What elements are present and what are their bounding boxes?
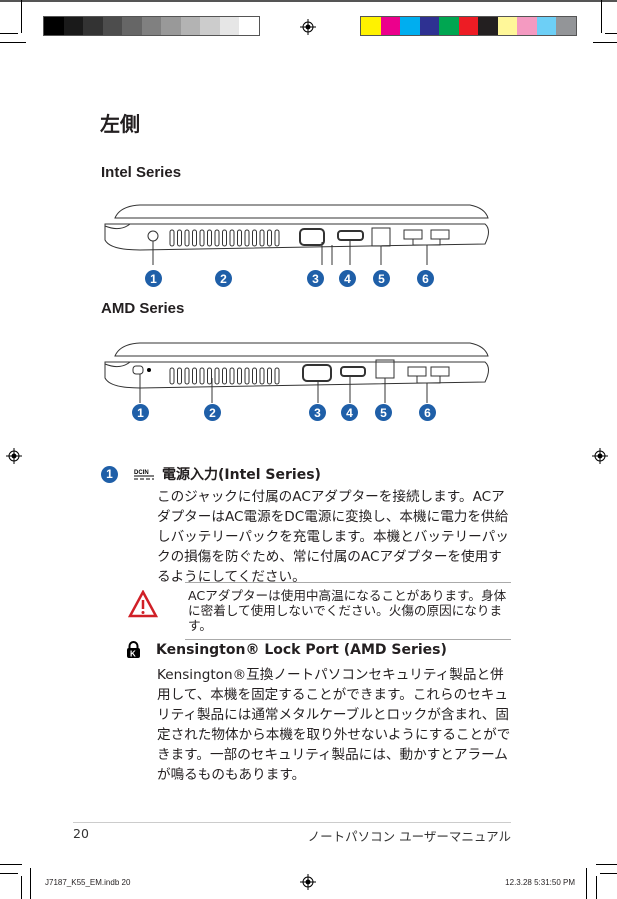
crop-mark <box>596 864 617 865</box>
callout-number: 1 <box>101 465 118 483</box>
registration-mark-icon <box>6 448 22 464</box>
crop-mark <box>0 33 18 34</box>
color-swatch <box>439 17 459 35</box>
crop-mark <box>0 42 26 43</box>
color-swatch <box>400 17 420 35</box>
color-swatch <box>102 17 122 35</box>
callout-number: 4 <box>339 270 356 287</box>
footer-divider <box>73 822 511 823</box>
crop-mark <box>21 876 22 899</box>
callout-number: 5 <box>375 404 392 421</box>
color-swatch <box>380 17 400 35</box>
color-swatch <box>361 17 381 35</box>
crop-mark <box>593 42 617 43</box>
crop-mark <box>21 0 22 33</box>
crop-mark <box>586 868 587 899</box>
callout-number: 4 <box>341 404 358 421</box>
registration-mark-icon <box>300 874 316 890</box>
callout-number: 1 <box>145 270 162 287</box>
callout-number: 6 <box>417 270 434 287</box>
color-swatch <box>478 17 498 35</box>
crop-mark <box>30 868 31 899</box>
page-heading: 左側 <box>100 112 140 136</box>
color-swatch <box>83 17 103 35</box>
color-swatch <box>419 17 439 35</box>
crop-mark <box>600 873 617 874</box>
amd-series-label: AMD Series <box>101 300 185 317</box>
callout-number: 3 <box>307 270 324 287</box>
callout-number: 5 <box>373 270 390 287</box>
slug-filename: J7187_K55_EM.indb 20 <box>45 878 131 887</box>
kensington-section-header: K Kensington® Lock Port (AMD Series) <box>126 641 447 659</box>
callout-number: 1 <box>132 404 149 421</box>
color-swatch <box>44 17 64 35</box>
color-swatch <box>458 17 478 35</box>
callout-number: 3 <box>309 404 326 421</box>
kensington-lock-icon: K <box>127 641 140 659</box>
color-swatch <box>556 17 576 35</box>
top-strip <box>0 0 617 2</box>
amd-laptop-left-side-diagram <box>104 342 489 403</box>
color-swatch <box>63 17 83 35</box>
crop-mark <box>0 873 18 874</box>
callout-number: 2 <box>204 404 221 421</box>
warning-note: ACアダプターは使用中高温になることがあります。身体に密着して使用しないでくださ… <box>185 582 511 640</box>
color-swatch <box>122 17 142 35</box>
crop-mark <box>596 876 597 899</box>
registration-mark-icon <box>592 448 608 464</box>
color-swatch <box>200 17 220 35</box>
dc-in-section-header: 1 DCIN 電源入力(Intel Series) <box>101 464 321 484</box>
crop-mark <box>605 33 617 34</box>
dc-in-icon: DCIN <box>134 470 154 480</box>
page-number: 20 <box>73 826 89 841</box>
dc-in-title: 電源入力(Intel Series) <box>162 467 321 483</box>
manual-title: ノートパソコン ユーザーマニュアル <box>307 829 511 844</box>
color-swatch <box>497 17 517 35</box>
callout-number: 6 <box>419 404 436 421</box>
svg-text:DCIN: DCIN <box>134 470 149 476</box>
color-swatch <box>161 17 181 35</box>
intel-series-label: Intel Series <box>101 164 182 181</box>
kensington-description: Kensington®互換ノートパソコンセキュリティ製品と併用して、本機を固定す… <box>157 667 511 783</box>
crop-mark <box>601 0 602 33</box>
color-swatch <box>536 17 556 35</box>
registration-mark-icon <box>300 19 316 35</box>
grayscale-bar <box>43 16 260 36</box>
color-swatch <box>517 17 537 35</box>
slug-timestamp: 12.3.28 5:31:50 PM <box>505 878 575 887</box>
dc-in-description: このジャックに付属のACアダプターを接続します。ACアダプターはAC電源をDC電… <box>157 489 509 585</box>
color-swatch <box>141 17 161 35</box>
color-swatch <box>180 17 200 35</box>
color-swatch <box>239 17 259 35</box>
svg-text:K: K <box>130 650 136 659</box>
callout-number: 2 <box>215 270 232 287</box>
color-bar <box>360 16 577 36</box>
color-swatch <box>219 17 239 35</box>
warning-icon <box>128 590 158 618</box>
crop-mark <box>0 864 22 865</box>
kensington-title: Kensington® Lock Port (AMD Series) <box>156 642 447 658</box>
intel-laptop-left-side-diagram <box>104 204 489 265</box>
